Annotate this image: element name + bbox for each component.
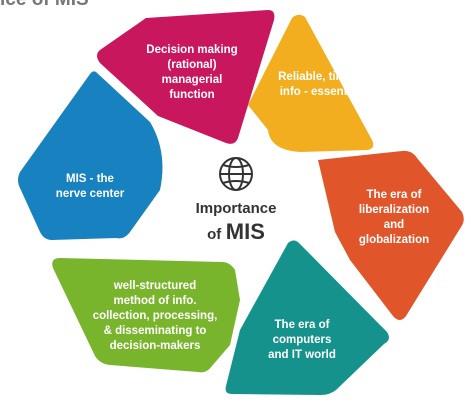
slide-title-fragment: ice of MIS bbox=[0, 0, 160, 9]
segment-computers bbox=[225, 240, 389, 395]
segment-nerve-center-label: MIS - the nerve center bbox=[55, 173, 125, 200]
segment-liberalization bbox=[318, 150, 464, 320]
globe-icon bbox=[219, 157, 253, 191]
segment-liberalization-label: The era of liberalization and globalizat… bbox=[358, 189, 430, 246]
segment-reliable-info bbox=[248, 14, 374, 153]
segment-reliable-info-label: Reliable, timely info - essential bbox=[278, 71, 362, 98]
center-title-of: of bbox=[207, 226, 222, 243]
segment-well-structured bbox=[52, 258, 240, 373]
center-title-line2: of MIS bbox=[176, 220, 296, 247]
segment-computers-label: The era of computers and IT world bbox=[268, 319, 336, 361]
center-title-line1: Importance bbox=[195, 200, 277, 217]
segment-decision-making bbox=[97, 10, 275, 144]
center-title-mis: MIS bbox=[225, 219, 265, 244]
segment-well-structured-label: well-structured method of info. collecti… bbox=[92, 280, 218, 352]
segment-nerve-center bbox=[18, 71, 163, 240]
segment-decision-making-label: Decision making (rational) managerial fu… bbox=[146, 44, 238, 101]
